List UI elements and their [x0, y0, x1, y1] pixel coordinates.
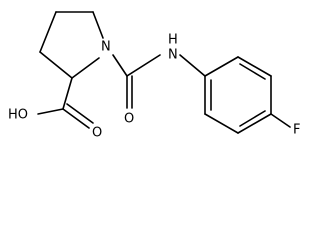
acid-oxygen-label: O	[92, 126, 102, 141]
bond-ring-top-right	[92, 11, 104, 39]
amide-n-label: N	[168, 48, 178, 63]
bond-benzene-2	[237, 56, 272, 77]
carbonyl-oxygen-label: O	[124, 112, 134, 127]
bond-carboxyl-double-2	[66, 103, 94, 124]
hydroxyl-label: HO	[8, 108, 28, 123]
bond-ring-bottom-right	[71, 57, 100, 79]
bond-carbonyl-nh	[126, 54, 161, 77]
bond-n-carbonyl	[112, 54, 128, 77]
bond-carboxyl-double-1	[62, 108, 90, 129]
bond-benzene-5	[204, 113, 239, 134]
benzene-ring	[204, 56, 272, 134]
ring-nitrogen-label: N	[101, 40, 111, 55]
bond-alpha-carboxyl	[62, 77, 73, 110]
bond-benzene-1	[204, 56, 239, 77]
bond-ring-top-left	[39, 11, 57, 53]
bond-benzene-4	[237, 113, 272, 134]
amide-h-label: H	[168, 33, 178, 48]
pyrrolidine-ring	[39, 11, 104, 79]
bond-nh-aryl	[179, 54, 206, 77]
bond-benzene-double-a	[239, 63, 266, 80]
bond-ring-bottom-left	[39, 51, 73, 79]
fluorine-label: F	[293, 123, 300, 138]
carbonyl-group	[112, 54, 161, 109]
bond-carboxyl-oh	[37, 108, 64, 115]
bond-aryl-fluorine	[270, 113, 291, 128]
carboxylic-acid-group	[37, 77, 94, 129]
bond-benzene-double-c	[239, 110, 266, 127]
chemical-structure: N HO O O H N F	[8, 11, 300, 141]
